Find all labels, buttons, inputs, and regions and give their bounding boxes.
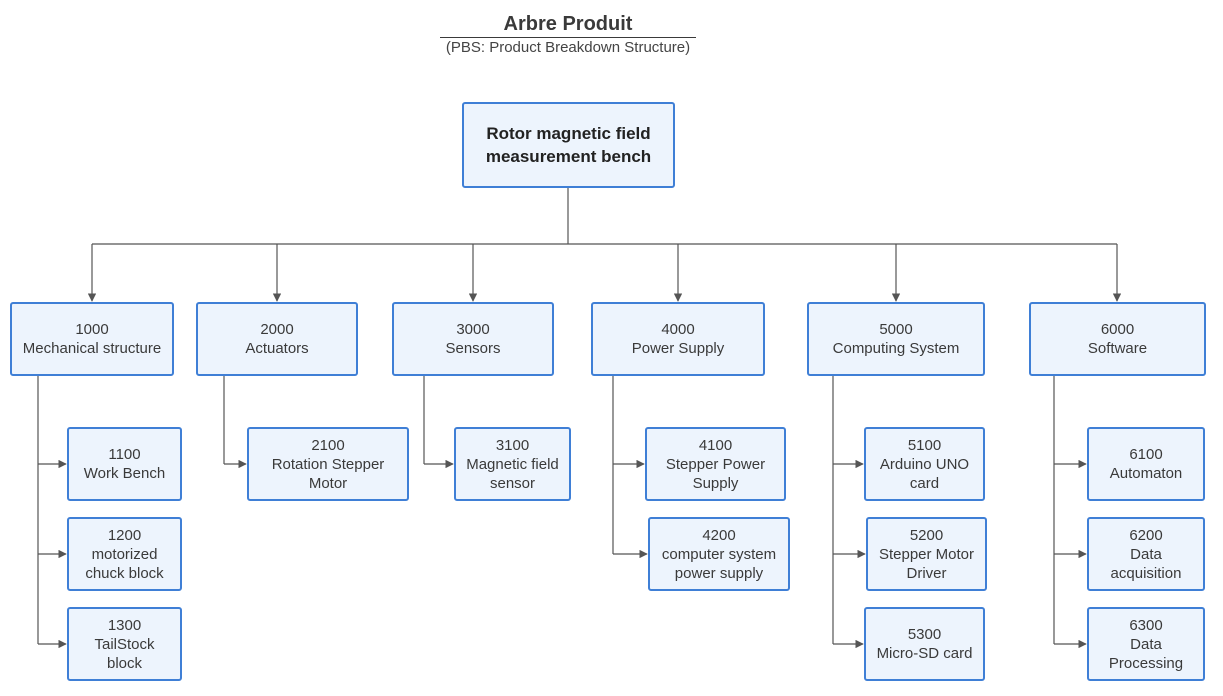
node-label: Arduino UNO card — [879, 455, 970, 492]
node-label: Automaton — [1109, 465, 1183, 482]
node-label: TailStock block — [94, 635, 155, 672]
node-code: 6000 — [1100, 321, 1135, 338]
node-code: 2100 — [311, 436, 345, 454]
root-node[interactable]: Rotor magnetic field measurement bench — [462, 102, 675, 188]
node-6100[interactable]: 6100 Automaton — [1087, 427, 1205, 501]
node-6000[interactable]: 6000 Software — [1029, 302, 1206, 376]
node-code: 4100 — [698, 436, 733, 454]
root-label-line1: Rotor magnetic field — [486, 124, 651, 143]
node-5100[interactable]: 5100 Arduino UNO card — [864, 427, 985, 501]
node-2000[interactable]: 2000 Actuators — [196, 302, 358, 376]
node-code: 5300 — [907, 626, 942, 643]
node-code: 6100 — [1129, 446, 1163, 463]
node-1300[interactable]: 1300 TailStock block — [67, 607, 182, 681]
node-6200[interactable]: 6200 Data acquisition — [1087, 517, 1205, 591]
node-label: Data acquisition — [1110, 545, 1182, 582]
node-label: motorized chuck block — [85, 545, 164, 582]
node-label: Magnetic field sensor — [466, 455, 559, 492]
node-4100[interactable]: 4100 Stepper Power Supply — [645, 427, 786, 501]
node-label: Actuators — [245, 340, 309, 357]
node-code: 1200 — [107, 526, 142, 544]
node-code: 1000 — [75, 321, 109, 338]
node-code: 1100 — [108, 446, 141, 463]
node-code: 6200 — [1129, 526, 1163, 544]
node-5300[interactable]: 5300 Micro-SD card — [864, 607, 985, 681]
node-label: Mechanical structure — [22, 340, 162, 357]
node-code: 4200 — [702, 526, 736, 544]
node-code: 6300 — [1129, 616, 1163, 634]
node-1200[interactable]: 1200 motorized chuck block — [67, 517, 182, 591]
node-4200[interactable]: 4200 computer system power supply — [648, 517, 790, 591]
node-code: 5200 — [909, 526, 944, 544]
node-label: Micro-SD card — [876, 645, 973, 662]
node-5200[interactable]: 5200 Stepper Motor Driver — [866, 517, 987, 591]
node-code: 4000 — [661, 321, 695, 338]
node-label: Power Supply — [631, 340, 725, 357]
node-5000[interactable]: 5000 Computing System — [807, 302, 985, 376]
node-label: Work Bench — [83, 465, 166, 482]
node-3000[interactable]: 3000 Sensors — [392, 302, 554, 376]
node-label: Computing System — [832, 340, 960, 357]
node-label: Rotation Stepper Motor — [271, 455, 385, 492]
diagram-title: Arbre Produit — [440, 12, 696, 38]
node-code: 5100 — [907, 436, 942, 454]
node-label: Data Processing — [1108, 635, 1184, 672]
node-6300[interactable]: 6300 Data Processing — [1087, 607, 1205, 681]
node-2100[interactable]: 2100 Rotation Stepper Motor — [247, 427, 409, 501]
node-code: 3000 — [456, 321, 490, 338]
node-code: 5000 — [879, 321, 913, 338]
node-1000[interactable]: 1000 Mechanical structure — [10, 302, 174, 376]
node-label: Stepper Motor Driver — [878, 545, 975, 582]
node-code: 2000 — [260, 321, 294, 338]
node-label: Stepper Power Supply — [665, 455, 766, 492]
node-label: Software — [1087, 340, 1148, 357]
diagram-subtitle: (PBS: Product Breakdown Structure) — [445, 39, 691, 56]
node-3100[interactable]: 3100 Magnetic field sensor — [454, 427, 571, 501]
node-4000[interactable]: 4000 Power Supply — [591, 302, 765, 376]
node-label: Sensors — [445, 340, 501, 357]
node-label: computer system power supply — [661, 545, 777, 582]
node-1100[interactable]: 1100 Work Bench — [67, 427, 182, 501]
node-code: 1300 — [107, 616, 142, 634]
root-label-line2: measurement bench — [485, 147, 652, 166]
node-code: 3100 — [495, 436, 530, 454]
